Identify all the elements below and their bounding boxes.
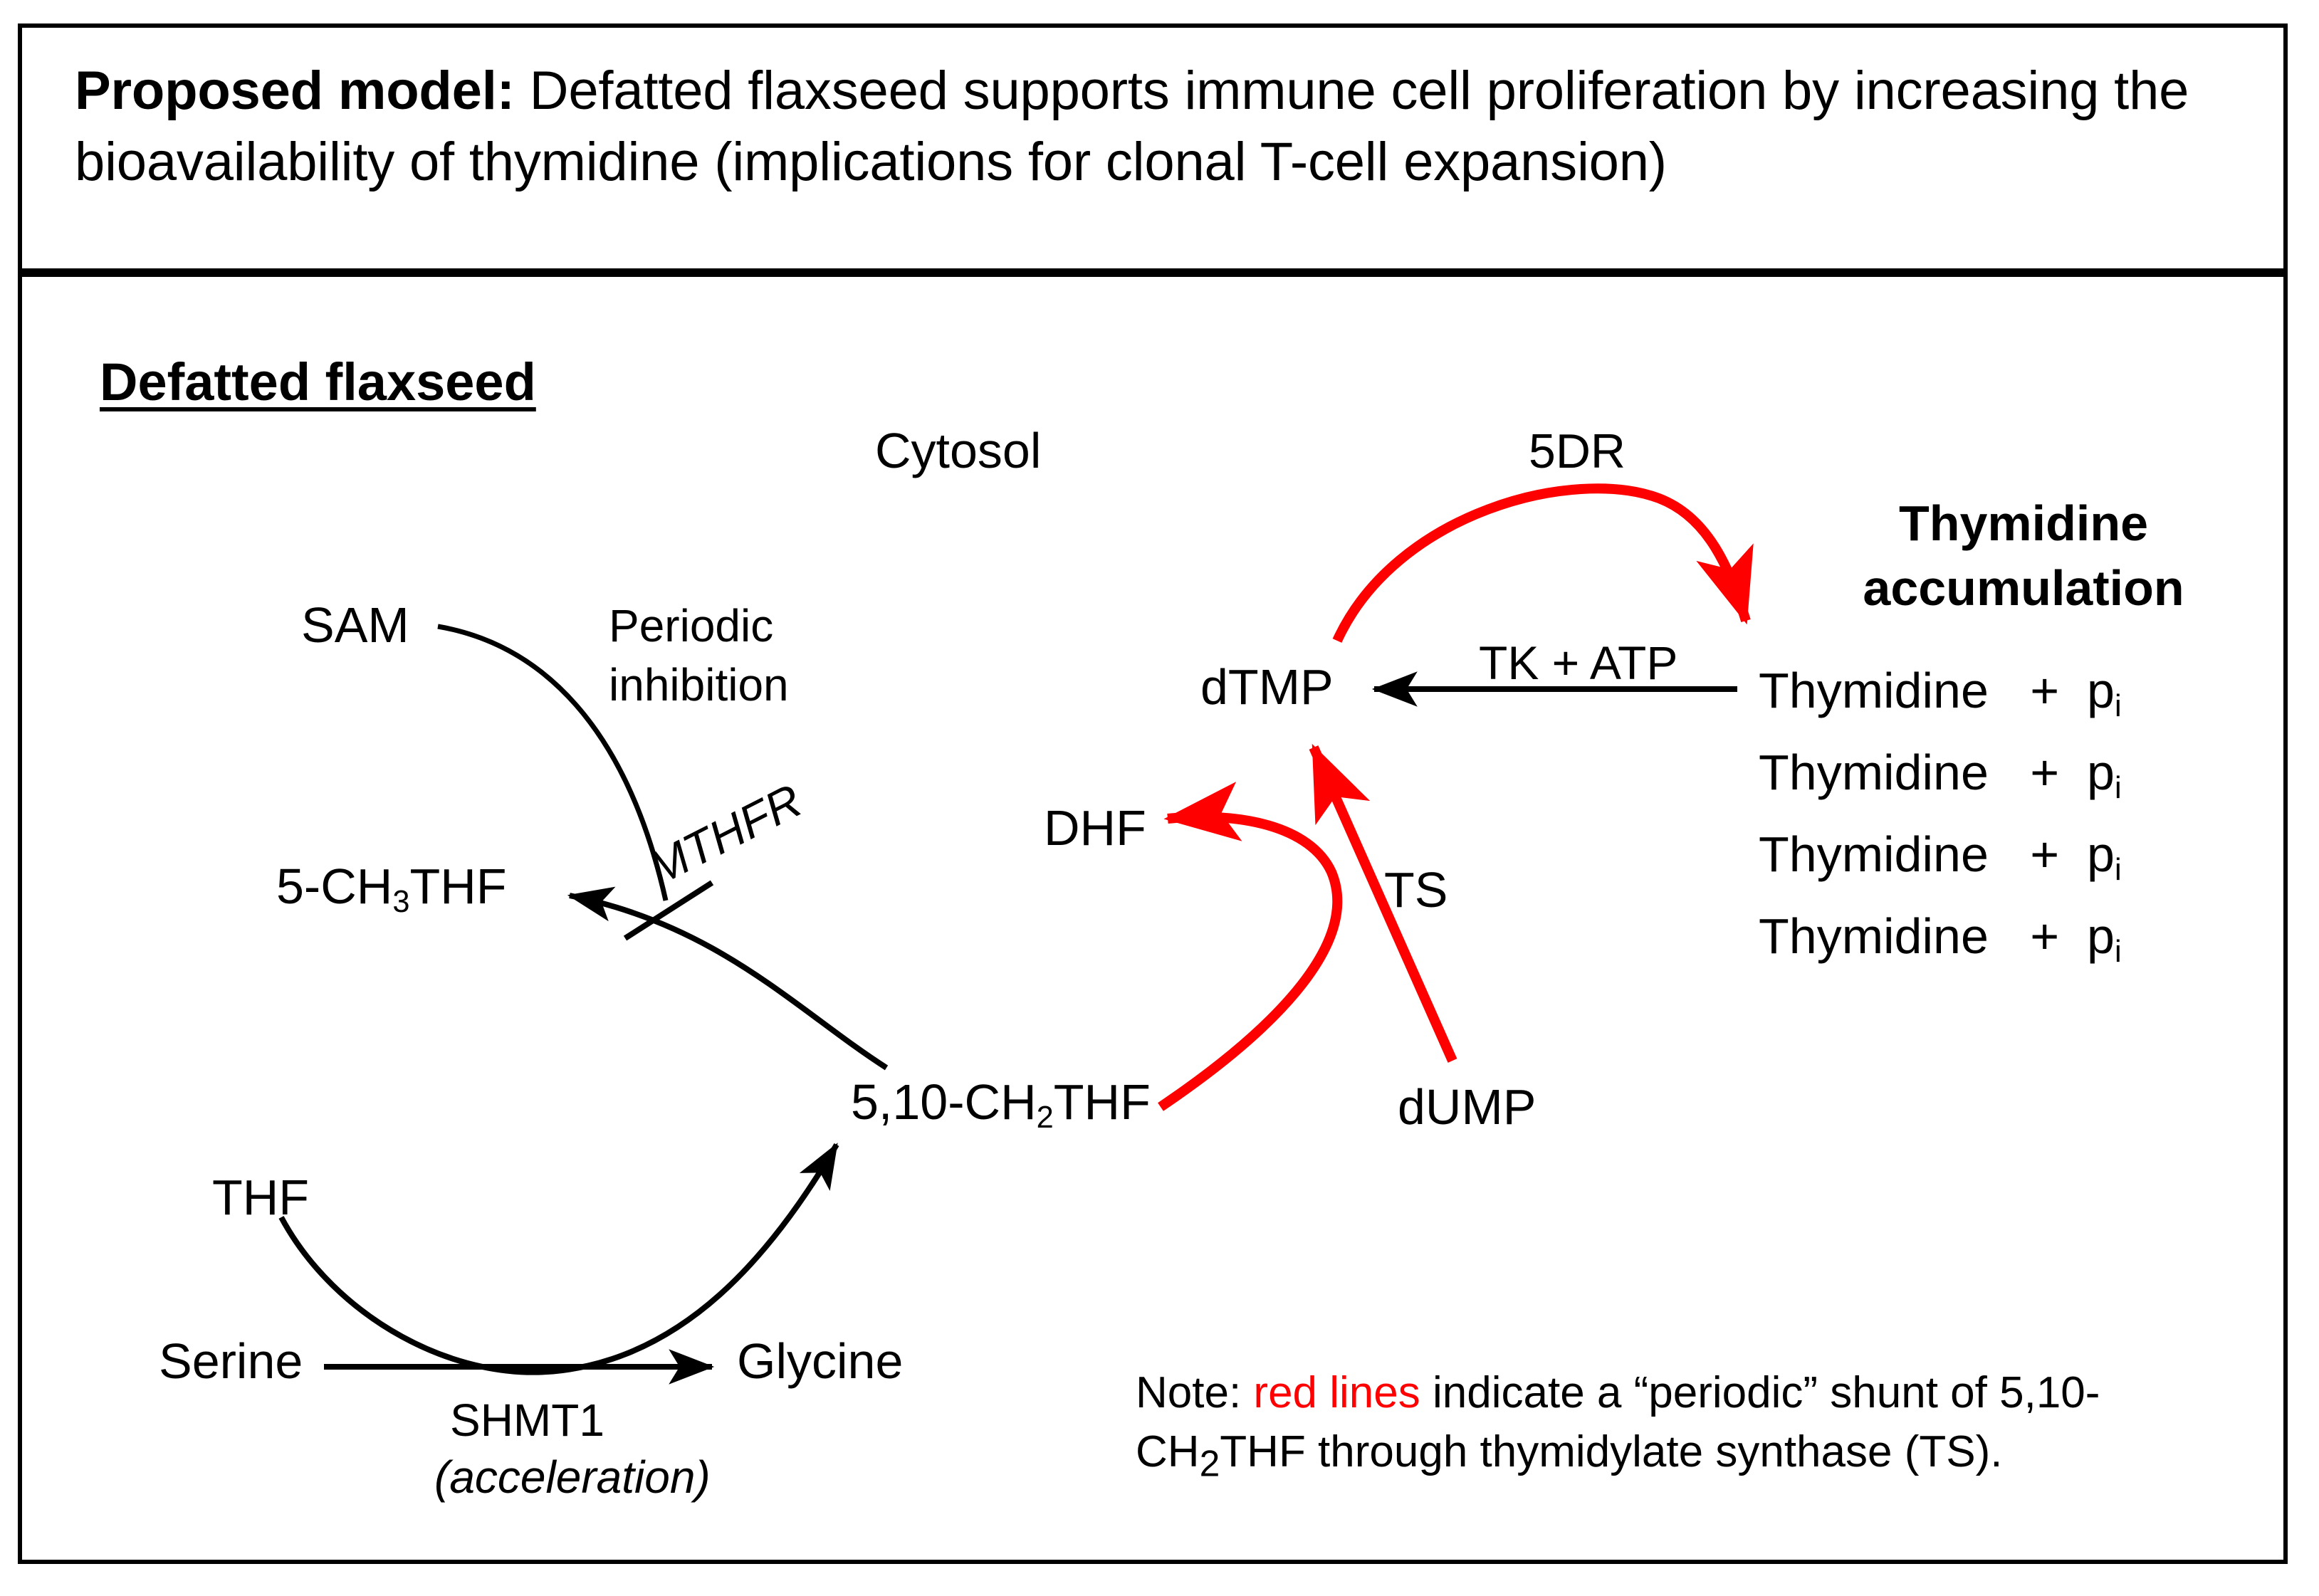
node-serine: Serine: [159, 1333, 303, 1389]
node-sam: SAM: [301, 597, 409, 653]
node-5-10-ch2-thf: 5,10-CH2THF: [851, 1074, 1151, 1135]
node-glycine: Glycine: [737, 1333, 904, 1389]
compartment-label-cytosol: Cytosol: [875, 423, 1042, 478]
note-tail-subscript: 2: [1199, 1442, 1220, 1484]
note-tail-b: THF through thymidylate synthase (TS).: [1220, 1427, 2003, 1477]
note-tail-a: indicate a “periodic” shunt of 5,10-CH: [1136, 1368, 2100, 1477]
enzyme-shmt1-note: (acceleration): [434, 1451, 711, 1503]
thymidine-pool-item: Thymidine + pi: [1759, 745, 2122, 806]
title-bold-prefix: Proposed model:: [75, 61, 515, 121]
thymidine-pool-item: Thymidine + pi: [1759, 826, 2122, 888]
heading-thymidine-accumulation: Thymidine accumulation: [1863, 495, 2184, 616]
annotation-periodic-inhibition: Periodic inhibition: [609, 600, 789, 711]
enzyme-tk-atp: TK + ATP: [1479, 636, 1678, 689]
note-red-phrase: red lines: [1253, 1368, 1420, 1417]
enzyme-5dr: 5DR: [1529, 424, 1626, 478]
section-heading-defatted-flaxseed: Defatted flaxseed: [100, 352, 536, 411]
title-rest: Defatted flaxseed supports immune cell p…: [75, 61, 2189, 193]
title-panel-border: [18, 23, 2288, 273]
thymidine-pool-item: Thymidine + pi: [1759, 663, 2122, 724]
diagram-panel-border: [18, 273, 2288, 1564]
figure-note: Note: red lines indicate a “periodic” sh…: [1136, 1363, 2147, 1489]
enzyme-ts: TS: [1384, 862, 1448, 918]
node-thf: THF: [212, 1170, 310, 1225]
enzyme-shmt1: SHMT1: [450, 1395, 604, 1446]
node-dtmp: dTMP: [1200, 659, 1334, 715]
thymidine-pool-item: Thymidine + pi: [1759, 908, 2122, 970]
node-dump: dUMP: [1398, 1079, 1537, 1135]
node-5-ch3-thf: 5-CH3THF: [276, 859, 507, 920]
node-dhf: DHF: [1044, 800, 1146, 856]
note-lead: Note:: [1136, 1368, 1254, 1417]
figure-title: Proposed model: Defatted flaxseed suppor…: [75, 56, 2239, 199]
